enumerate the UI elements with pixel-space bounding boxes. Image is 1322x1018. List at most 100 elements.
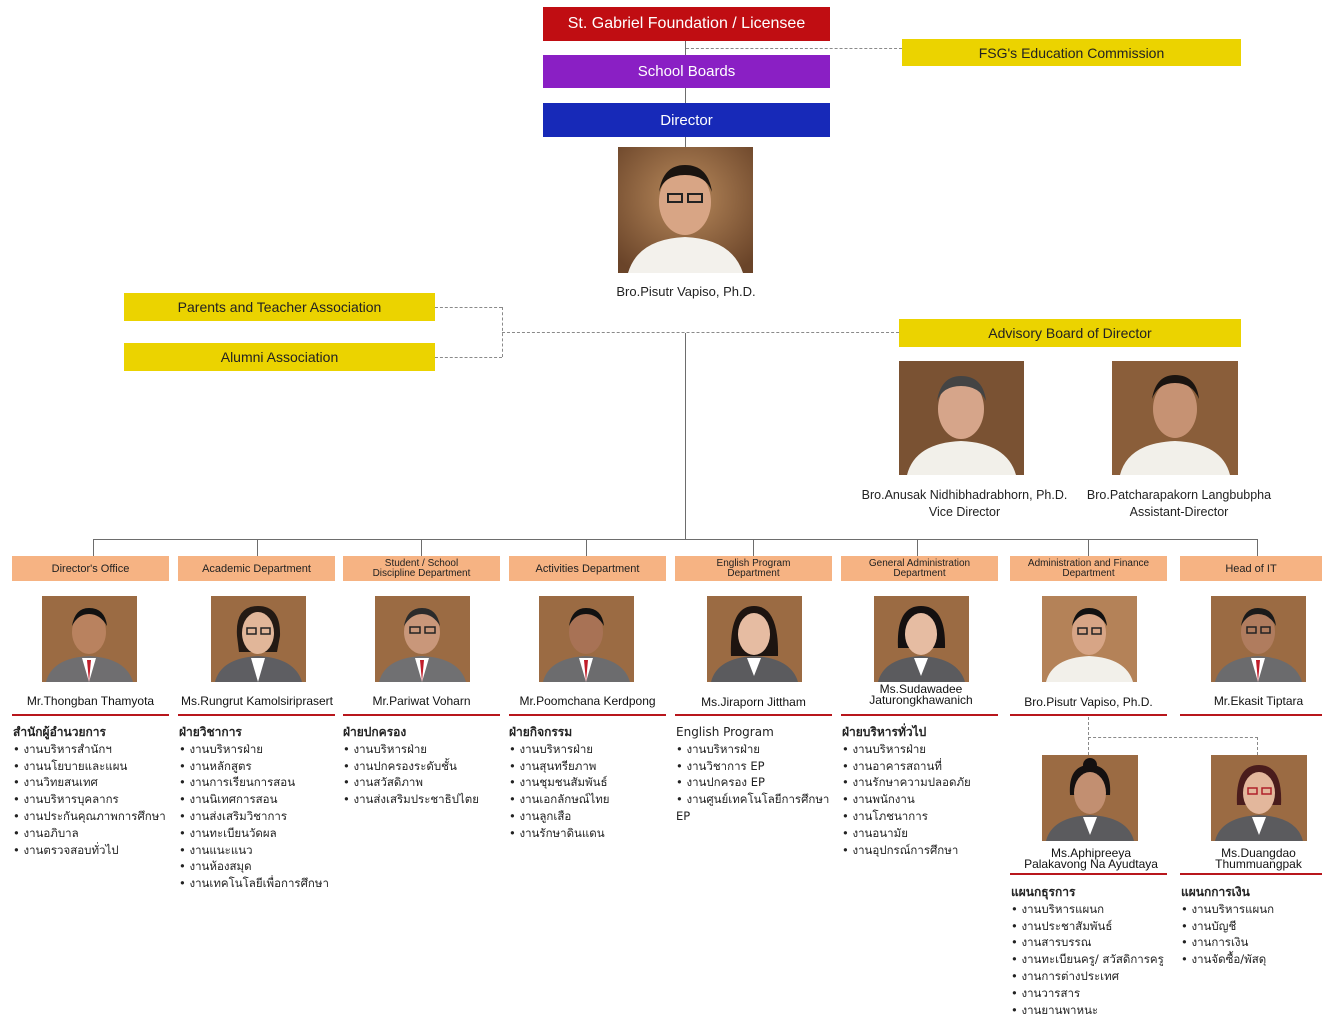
photo-sudawadee bbox=[874, 596, 969, 682]
task-item: งานชุมชนสัมพันธ์ bbox=[509, 774, 669, 791]
photo-duangdao bbox=[1211, 755, 1307, 841]
task-list-activities: ฝ่ายกิจกรรม งานบริหารฝ่าย งานสุนทรียภาพ … bbox=[509, 724, 669, 842]
task-item: งานบริหารแผนก bbox=[1181, 901, 1321, 918]
task-list-finance-unit: แผนกการเงิน งานบริหารแผนก งานบัญชี งานกา… bbox=[1181, 884, 1321, 968]
task-list-english-program: English Program งานบริหารฝ่าย งานวิชาการ… bbox=[676, 724, 841, 825]
name-underline bbox=[1010, 714, 1167, 716]
dept-bus bbox=[93, 539, 1258, 540]
task-item: งานหลักสูตร bbox=[179, 758, 339, 775]
person-name: Mr.Pariwat Voharn bbox=[372, 694, 471, 708]
name-underline bbox=[841, 714, 998, 716]
task-list-heading: แผนกธุรการ bbox=[1011, 885, 1076, 899]
photo-ekasit bbox=[1211, 596, 1306, 682]
pta-connector bbox=[435, 307, 502, 308]
task-item: งานบริหารสำนักฯ bbox=[13, 741, 173, 758]
task-item: งานโภชนาการ bbox=[842, 808, 1002, 825]
sub-name-underline bbox=[1010, 873, 1167, 875]
main-trunk-top bbox=[685, 40, 686, 148]
dept-label: Head of IT bbox=[1225, 562, 1277, 575]
school-boards-box: School Boards bbox=[543, 55, 830, 88]
dept-label-line2: Department bbox=[727, 567, 780, 579]
advisor1-role: Vice Director bbox=[928, 505, 1001, 519]
sub-name-underline bbox=[1180, 873, 1322, 875]
dept-drop-8 bbox=[1257, 539, 1258, 556]
task-item: งานปกครองระดับชั้น bbox=[343, 758, 503, 775]
task-item: งานอนามัย bbox=[842, 825, 1002, 842]
photo-aphipreeya bbox=[1042, 755, 1138, 841]
name-underline bbox=[1180, 714, 1322, 716]
advisory-label: Advisory Board of Director bbox=[988, 325, 1152, 341]
alumni-connector bbox=[435, 357, 502, 358]
task-item: งานศูนย์เทคโนโลยีการศึกษา EP bbox=[676, 791, 841, 825]
director-photo bbox=[618, 147, 753, 273]
task-list-admin-unit: แผนกธุรการ งานบริหารแผนก งานประชาสัมพันธ… bbox=[1011, 884, 1171, 1018]
name-underline bbox=[343, 714, 500, 716]
task-item: งานบัญชี bbox=[1181, 918, 1321, 935]
task-list-academic: ฝ่ายวิชาการ งานบริหารฝ่าย งานหลักสูตร งา… bbox=[179, 724, 339, 892]
commission-connector bbox=[686, 48, 902, 49]
task-item: งานวารสาร bbox=[1011, 985, 1171, 1002]
dept-label: Activities Department bbox=[535, 562, 640, 575]
name-underline bbox=[178, 714, 335, 716]
dept-student-discipline: Student / School Discipline Department bbox=[343, 556, 500, 581]
task-list-general-admin: ฝ่ายบริหารทั่วไป งานบริหารฝ่าย งานอาคารส… bbox=[842, 724, 1002, 858]
task-item: งานตรวจสอบทั่วไป bbox=[13, 842, 173, 859]
dept-drop-1 bbox=[93, 539, 94, 556]
dept-academic: Academic Department bbox=[178, 556, 335, 581]
advisor1-name: Bro.Anusak Nidhibhadrabhorn, Ph.D. bbox=[861, 488, 1068, 502]
dept-label-line2: Discipline Department bbox=[372, 567, 471, 579]
director-box: Director bbox=[543, 103, 830, 137]
task-item: งานอุปกรณ์การศึกษา bbox=[842, 842, 1002, 859]
person-name-line1: Ms.Sudawadee bbox=[879, 682, 963, 696]
advisor2-role: Assistant-Director bbox=[1129, 505, 1229, 519]
task-item: งานห้องสมุด bbox=[179, 858, 339, 875]
dept-english-program: English Program Department bbox=[675, 556, 832, 581]
dept-drop-5 bbox=[753, 539, 754, 556]
task-item: งานบริหารฝ่าย bbox=[676, 741, 841, 758]
task-item: งานรักษาดินแดน bbox=[509, 825, 669, 842]
task-list-heading: สำนักผู้อำนวยการ bbox=[13, 725, 106, 739]
finance-sub-v2 bbox=[1257, 737, 1258, 755]
task-item: งานปกครอง EP bbox=[676, 774, 841, 791]
person-name: Bro.Pisutr Vapiso, Ph.D. bbox=[1024, 695, 1153, 709]
task-item: งานสุนทรียภาพ bbox=[509, 758, 669, 775]
dept-label-line1: Student / School bbox=[384, 557, 459, 569]
foundation-label: St. Gabriel Foundation / Licensee bbox=[567, 15, 806, 32]
main-trunk bbox=[685, 333, 686, 540]
school-boards-label: School Boards bbox=[637, 63, 736, 80]
photo-pariwat bbox=[375, 596, 470, 682]
dept-drop-2 bbox=[257, 539, 258, 556]
dept-label-line2: Department bbox=[893, 567, 946, 579]
name-underline bbox=[675, 714, 832, 716]
photo-thongban bbox=[42, 596, 137, 682]
director-label: Director bbox=[660, 111, 713, 129]
sub-person-name: Ms.Aphipreeya Palakavong Na Ayudtaya bbox=[1010, 847, 1172, 871]
alumni-box: Alumni Association bbox=[124, 343, 435, 371]
name-underline bbox=[509, 714, 666, 716]
finance-sub-h bbox=[1088, 737, 1258, 738]
dept-label-line1: General Administration bbox=[868, 557, 971, 569]
task-list-heading: English Program bbox=[676, 725, 774, 739]
dept-label: Director's Office bbox=[51, 562, 130, 575]
commission-label: FSG's Education Commission bbox=[978, 44, 1165, 61]
dept-drop-7 bbox=[1088, 539, 1089, 556]
dept-directors-office: Director's Office bbox=[12, 556, 169, 581]
task-item: งานพนักงาน bbox=[842, 791, 1002, 808]
person-name: Ms.Rungrut Kamolsiriprasert bbox=[180, 694, 334, 708]
task-item: งานนิเทศการสอน bbox=[179, 791, 339, 808]
pta-box: Parents and Teacher Association bbox=[124, 293, 435, 321]
task-list-discipline: ฝ่ายปกครอง งานบริหารฝ่าย งานปกครองระดับช… bbox=[343, 724, 503, 808]
task-item: งานเอกลักษณ์ไทย bbox=[509, 791, 669, 808]
task-item: งานสารบรรณ bbox=[1011, 934, 1171, 951]
sub-person-name: Ms.Duangdao Thummuangpak bbox=[1180, 847, 1322, 870]
task-item: งานลูกเสือ bbox=[509, 808, 669, 825]
foundation-box: St. Gabriel Foundation / Licensee bbox=[543, 7, 830, 41]
photo-poomchana bbox=[539, 596, 634, 682]
sub-person-line2: Palakavong Na Ayudtaya bbox=[1024, 857, 1158, 871]
name-underline bbox=[12, 714, 169, 716]
task-item: งานเทคโนโลยีเพื่อการศึกษา bbox=[179, 875, 339, 892]
task-item: งานการเรียนการสอน bbox=[179, 774, 339, 791]
person-name: Mr.Poomchana Kerdpong bbox=[519, 694, 656, 708]
dept-drop-6 bbox=[917, 539, 918, 556]
photo-rungrut bbox=[211, 596, 306, 682]
